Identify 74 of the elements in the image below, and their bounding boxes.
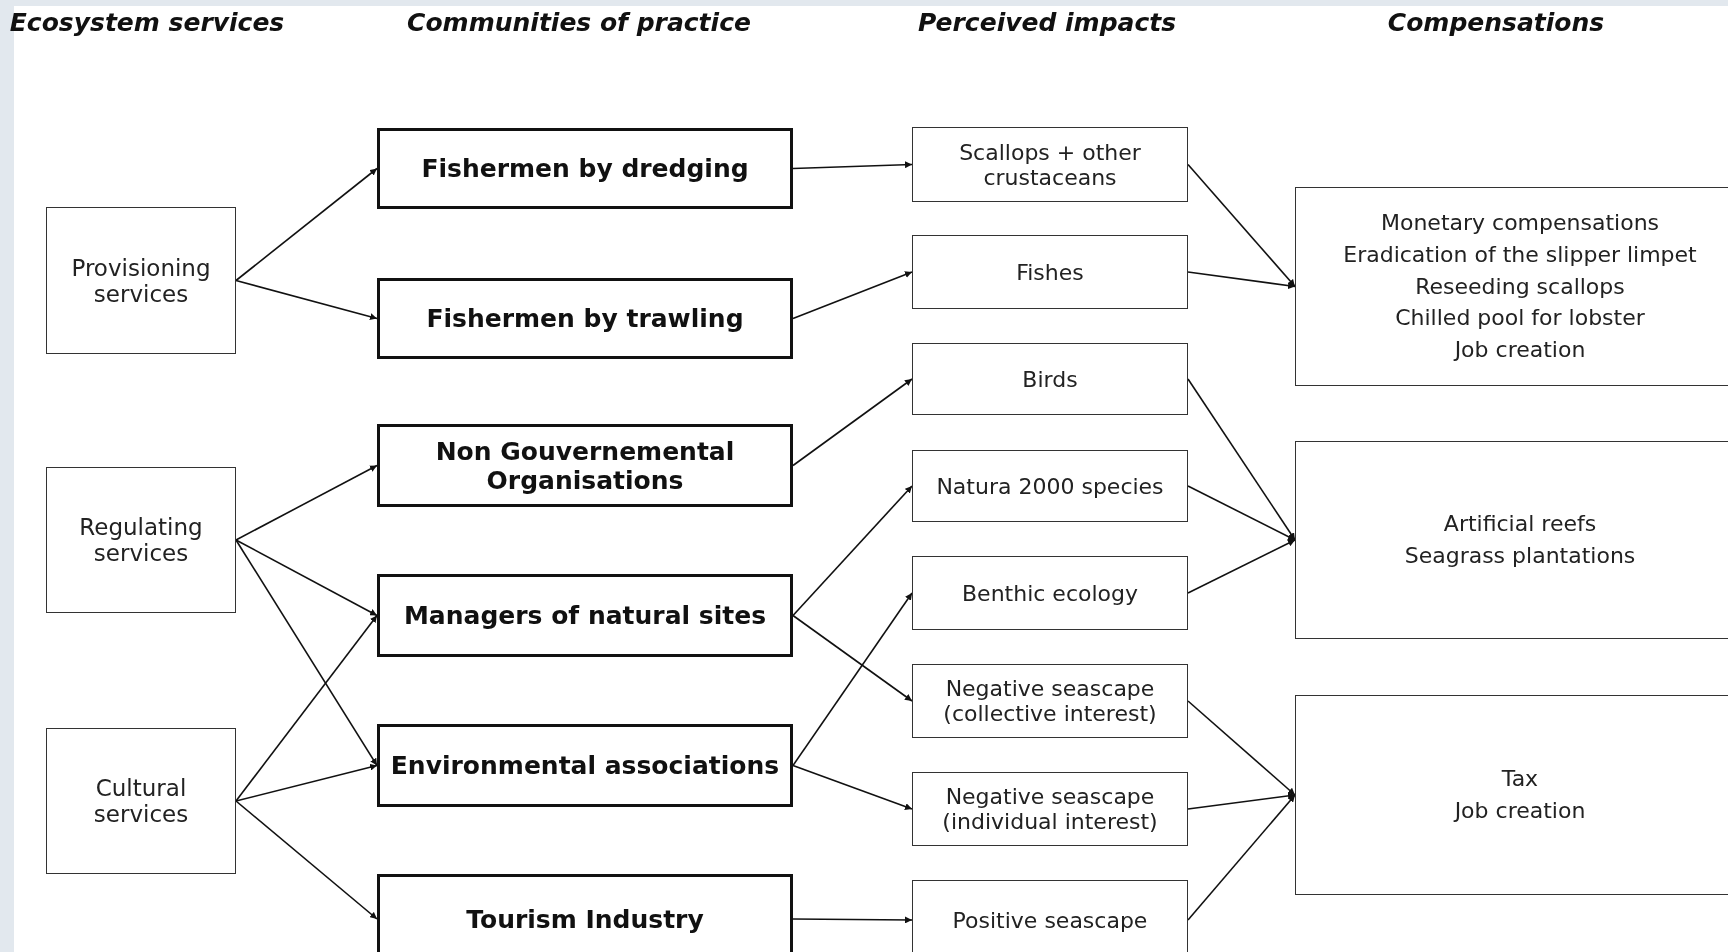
node-text: Benthic ecology bbox=[962, 580, 1138, 606]
compensation-box bbox=[1295, 695, 1728, 895]
impact-box bbox=[912, 772, 1188, 846]
arrow bbox=[1187, 378, 1296, 541]
arrow bbox=[235, 763, 378, 802]
community-box bbox=[377, 424, 793, 507]
node-text: Reseeding scallops bbox=[1415, 272, 1625, 301]
arrow bbox=[1187, 271, 1296, 290]
impact-box bbox=[912, 235, 1188, 309]
service-box bbox=[46, 728, 236, 874]
node-text: Monetary compensations bbox=[1380, 208, 1660, 237]
arrow bbox=[235, 464, 378, 541]
node-text: Birds bbox=[1022, 366, 1078, 392]
service-box bbox=[46, 467, 236, 613]
arrow bbox=[792, 161, 913, 170]
node-text: Seagrass plantations bbox=[1404, 542, 1636, 570]
arrow bbox=[235, 167, 378, 282]
node-text: Positive seascape bbox=[952, 907, 1148, 933]
arrow bbox=[235, 800, 378, 920]
node-text: Natura 2000 species bbox=[936, 473, 1164, 499]
community-box bbox=[377, 574, 793, 657]
node-text: Non Gouvernemental Organisations bbox=[434, 436, 736, 495]
compensation-box bbox=[1295, 441, 1728, 639]
node-text: Negative seascape (individual interest) bbox=[941, 784, 1159, 834]
arrow bbox=[792, 614, 913, 702]
arrow bbox=[792, 764, 913, 810]
node-text: Fishermen by dredging bbox=[421, 154, 749, 183]
node-text: Negative seascape (collective interest) bbox=[942, 676, 1158, 726]
impact-box bbox=[912, 664, 1188, 738]
column-heading: Perceived impacts bbox=[917, 8, 1177, 37]
arrow bbox=[235, 279, 378, 321]
impact-box bbox=[912, 450, 1188, 522]
node-text: Job creation bbox=[1454, 336, 1586, 365]
community-box bbox=[377, 724, 793, 807]
column-heading: Compensations bbox=[1387, 8, 1605, 37]
arrow bbox=[1187, 792, 1296, 810]
node-text: Fishes bbox=[1016, 259, 1084, 285]
arrow bbox=[1187, 794, 1296, 921]
node-text: Fishermen by trawling bbox=[426, 304, 744, 333]
node-text: Regulating services bbox=[78, 514, 204, 566]
community-box bbox=[377, 874, 793, 952]
compensation-box bbox=[1295, 187, 1728, 386]
arrow bbox=[1187, 163, 1296, 288]
arrow bbox=[1187, 700, 1296, 796]
node-text: Tax bbox=[1501, 765, 1539, 794]
arrow bbox=[792, 916, 913, 924]
impact-box bbox=[912, 556, 1188, 630]
column-heading: Ecosystem services bbox=[9, 8, 285, 37]
node-text: Eradication of the slipper limpet bbox=[1343, 240, 1697, 269]
arrow bbox=[792, 271, 913, 320]
arrow bbox=[235, 539, 378, 617]
arrow bbox=[792, 485, 913, 617]
node-text: Provisioning services bbox=[70, 254, 212, 307]
column-heading: Communities of practice bbox=[407, 8, 751, 37]
node-text: Environmental associations bbox=[390, 751, 780, 780]
impact-box bbox=[912, 343, 1188, 415]
community-box bbox=[377, 278, 793, 359]
node-text: Job creation bbox=[1454, 797, 1586, 825]
impact-box bbox=[912, 127, 1188, 202]
node-text: Tourism Industry bbox=[466, 904, 704, 934]
impact-box bbox=[912, 880, 1188, 952]
arrow bbox=[792, 592, 913, 767]
arrow bbox=[235, 539, 378, 767]
node-text: Managers of natural sites bbox=[403, 601, 767, 630]
node-text: Artificial reefs bbox=[1443, 510, 1597, 539]
arrow bbox=[792, 378, 913, 467]
node-text: Cultural services bbox=[92, 775, 190, 827]
node-text: Chilled pool for lobster bbox=[1395, 304, 1645, 333]
node-text: Scallops + other crustaceans bbox=[958, 139, 1142, 190]
arrow bbox=[235, 614, 378, 802]
service-box bbox=[46, 207, 236, 354]
arrow bbox=[1187, 539, 1296, 594]
arrow bbox=[1187, 485, 1296, 541]
community-box bbox=[377, 128, 793, 209]
